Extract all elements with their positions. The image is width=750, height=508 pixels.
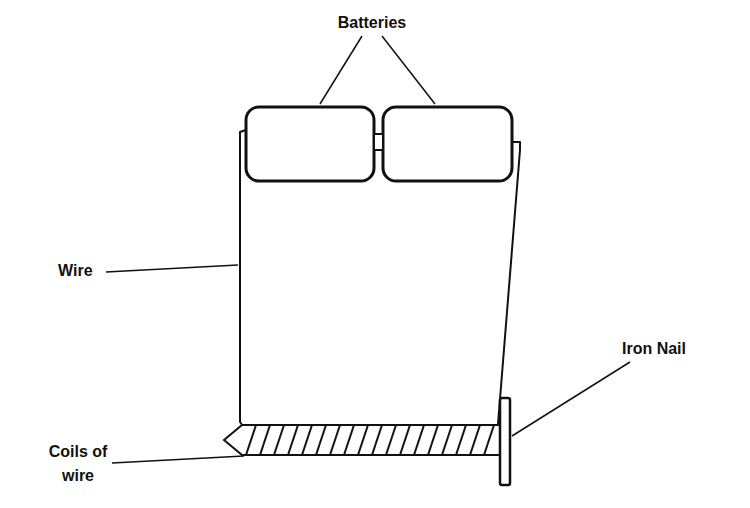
wire [498,142,520,424]
part-label: Batteries [338,11,406,35]
iron-nail [224,425,500,455]
battery [246,107,374,181]
leader-line [320,36,362,104]
leader-line [106,265,238,272]
nail-head [500,398,510,485]
battery [383,107,512,181]
part-label: Wire [58,259,93,283]
leader-line [382,36,435,104]
part-label: Coils of wire [36,440,120,488]
part-label: Iron Nail [622,337,686,361]
battery-terminal [374,134,383,150]
wire-coils [246,425,494,455]
leader-line [512,362,630,436]
leader-line [112,456,244,463]
wire [240,130,246,426]
